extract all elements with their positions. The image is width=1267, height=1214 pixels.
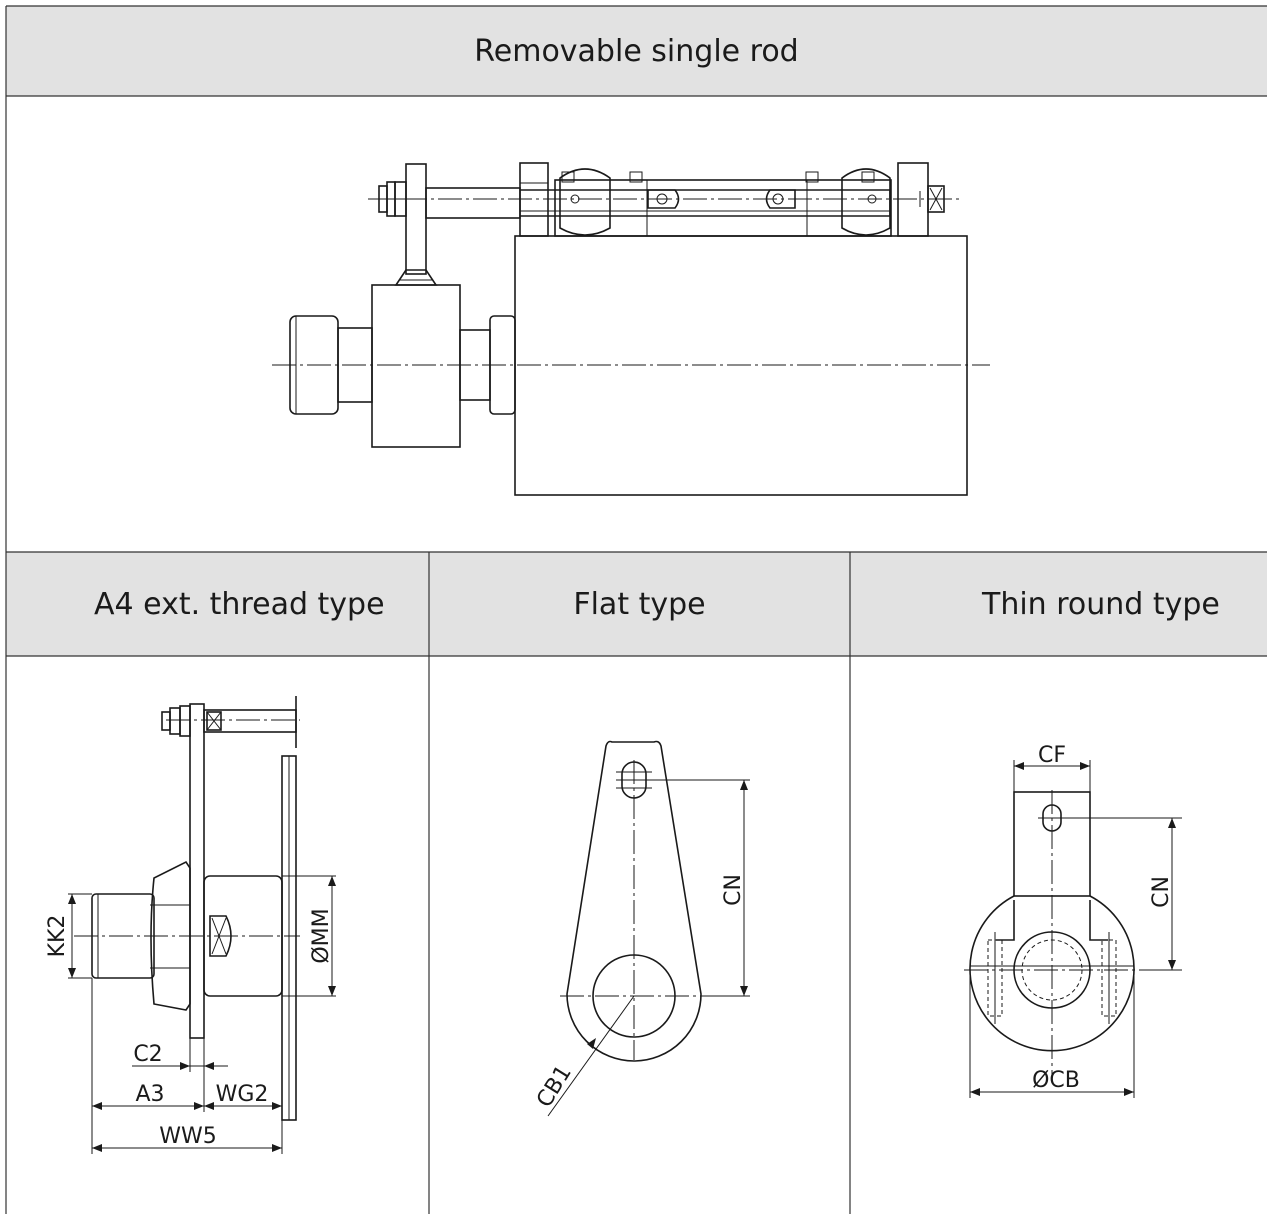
panel-header-a4: A4 ext. thread type xyxy=(6,552,429,656)
dim-label-c2: C2 xyxy=(133,1042,162,1067)
panel-header-flat: Flat type xyxy=(429,552,850,656)
dim-label-mm: ØMM xyxy=(309,908,334,963)
dim-label-cf: CF xyxy=(1038,743,1066,768)
dim-label-cn-thin: CN xyxy=(1149,876,1174,908)
dim-label-kk2: KK2 xyxy=(45,915,70,958)
panel-title-a4: A4 ext. thread type xyxy=(94,586,385,622)
dim-label-cb1: CB1 xyxy=(532,1061,577,1112)
dim-label-cb: ØCB xyxy=(1032,1068,1080,1093)
dim-label-wg2: WG2 xyxy=(216,1082,269,1107)
flat-type-drawing: CN CB1 xyxy=(532,740,750,1117)
panel-title-thin: Thin round type xyxy=(982,586,1220,622)
thin-round-type-drawing: CF CN ØCB xyxy=(964,743,1182,1098)
a4-ext-thread-drawing: KK2 ØMM C2 A3 WG2 WW5 xyxy=(45,696,336,1154)
dim-label-a3: A3 xyxy=(135,1082,164,1107)
dim-label-ww5: WW5 xyxy=(159,1124,217,1149)
panel-title-flat: Flat type xyxy=(573,586,706,622)
main-title-bar: Removable single rod xyxy=(6,6,1267,96)
table-grid xyxy=(5,5,1267,1214)
dim-label-cn-flat: CN xyxy=(721,874,746,906)
panel-header-thin: Thin round type xyxy=(850,552,1267,656)
main-title: Removable single rod xyxy=(474,33,799,69)
single-rod-assembly-drawing xyxy=(272,162,990,496)
